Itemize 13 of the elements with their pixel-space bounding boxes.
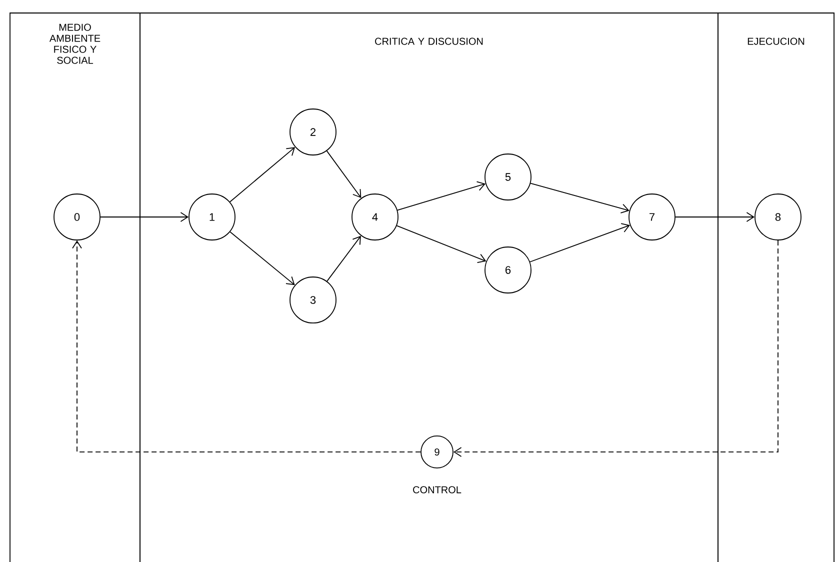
node-caption: CONTROL bbox=[413, 486, 462, 494]
arrow bbox=[230, 231, 295, 286]
arrow bbox=[230, 147, 296, 202]
arrow bbox=[675, 212, 755, 222]
arrow bbox=[453, 240, 778, 457]
arrow bbox=[397, 181, 486, 211]
arrow bbox=[100, 212, 189, 222]
arrow bbox=[72, 240, 421, 452]
arrow bbox=[530, 182, 630, 214]
arrow bbox=[326, 150, 362, 198]
arrow bbox=[530, 223, 630, 262]
arrow bbox=[326, 236, 361, 282]
arrow bbox=[396, 225, 486, 264]
